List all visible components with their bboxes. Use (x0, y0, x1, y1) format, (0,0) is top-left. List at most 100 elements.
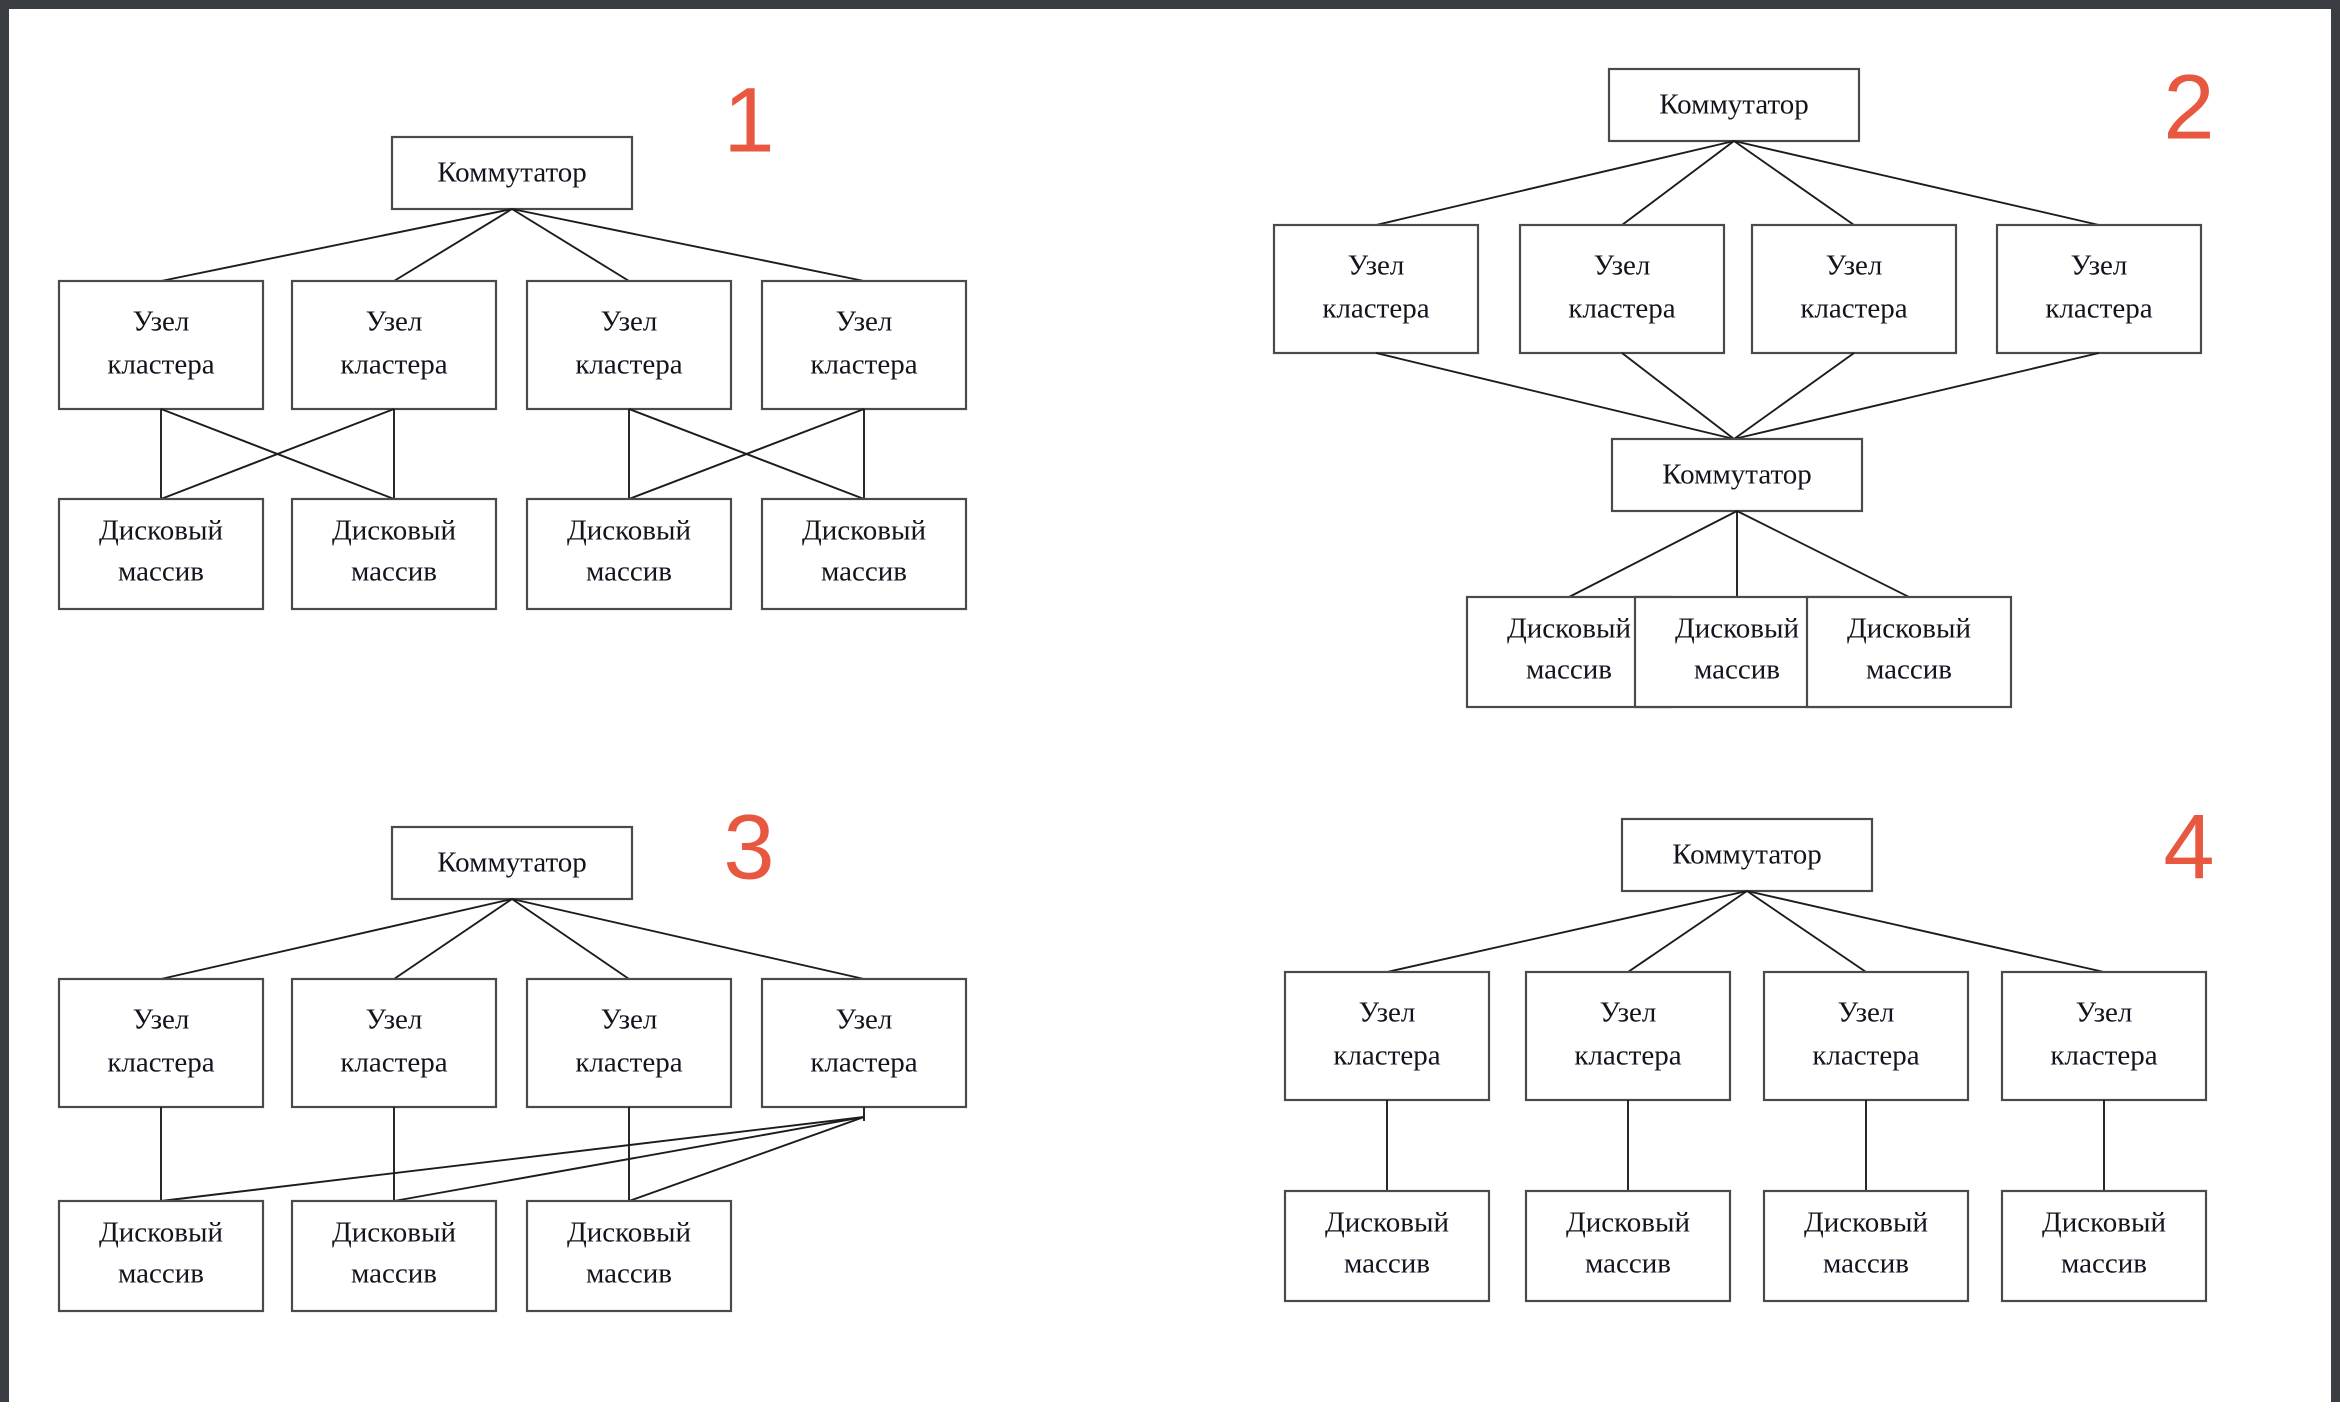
diagram1-cluster-node-3-label-line1: Узел (601, 306, 658, 338)
diagram2-disk-array-2-label-line1: Дисковый (1675, 613, 1799, 645)
diagram2-cluster-node-4-label-line2: кластера (2045, 293, 2152, 325)
diagram3-disk-array-2-label-line2: массив (351, 1258, 437, 1290)
diagram3-switch-to-node-edges (160, 898, 865, 980)
diagram1-cluster-node-1: Узел кластера (57, 279, 265, 411)
diagram4-disk-array-2-label-line1: Дисковый (1566, 1207, 1690, 1239)
diagram4-disk-array-2-label-line2: массив (1585, 1248, 1671, 1280)
diagram4-cluster-node-3-label-line2: кластера (1812, 1040, 1919, 1072)
diagram2-cluster-node-1-label-line2: кластера (1322, 293, 1429, 325)
diagram3-disk-array-3-label-line1: Дисковый (567, 1217, 691, 1249)
diagram3-cluster-node-3: Узел кластера (525, 977, 733, 1109)
diagram2-cluster-node-4: Узел кластера (1995, 223, 2203, 355)
diagram2-cluster-node-1: Узел кластера (1272, 223, 1480, 355)
panel-number-2: 2 (2163, 56, 2214, 158)
diagram1-disk-array-4-label-line1: Дисковый (802, 515, 926, 547)
diagram3-cluster-node-3-label-line2: кластера (575, 1047, 682, 1079)
diagram3-disk-array-3: Дисковый массив (525, 1199, 733, 1313)
diagram3-switch-1-label: Коммутатор (437, 847, 587, 879)
diagram2-cluster-node-2-label-line1: Узел (1594, 250, 1651, 282)
diagram4-disk-array-1-label-line1: Дисковый (1325, 1207, 1449, 1239)
diagram1-switch-to-node-edges (160, 208, 865, 282)
diagram1-cluster-node-1-label-line1: Узел (133, 306, 190, 338)
diagram1-disk-array-1-label-line1: Дисковый (99, 515, 223, 547)
diagram1-cluster-node-3: Узел кластера (525, 279, 733, 411)
diagram1-disk-array-4: Дисковый массив (760, 497, 968, 611)
diagram1-node-to-disk-edges-left (160, 408, 395, 500)
diagram2-cluster-node-3-label-line2: кластера (1800, 293, 1907, 325)
panel-number-1: 1 (723, 69, 774, 171)
diagram2-cluster-node-4-label-line1: Узел (2071, 250, 2128, 282)
diagram1-cluster-node-4: Узел кластера (760, 279, 968, 411)
diagram1-cluster-node-3-label-line2: кластера (575, 349, 682, 381)
diagram3-node4-fanout-edges (160, 1107, 865, 1202)
diagram1-cluster-node-4-label-line1: Узел (836, 306, 893, 338)
diagram4-cluster-node-1: Узел кластера (1283, 970, 1491, 1102)
diagram2-cluster-node-1-label-line1: Узел (1348, 250, 1405, 282)
diagram3-disk-array-1-label-line1: Дисковый (99, 1217, 223, 1249)
diagram4-disk-array-4: Дисковый массив (2000, 1189, 2208, 1303)
diagram1-disk-array-3-label-line2: массив (586, 556, 672, 588)
diagram1-switch-1-label: Коммутатор (437, 157, 587, 189)
diagram4-disk-array-3: Дисковый массив (1762, 1189, 1970, 1303)
diagram3-disk-array-2: Дисковый массив (290, 1199, 498, 1313)
diagram2-disk-array-1-label-line2: массив (1526, 654, 1612, 686)
diagram4-cluster-node-1-label-line2: кластера (1333, 1040, 1440, 1072)
diagram2-switch-top-label: Коммутатор (1659, 89, 1809, 121)
diagram-panel-2: 2 Коммутатор Узел кластера Узел (1264, 9, 2340, 729)
diagram3-disk-array-1-label-line2: массив (118, 1258, 204, 1290)
diagram4-cluster-node-4-label-line2: кластера (2050, 1040, 2157, 1072)
diagram4-switch-1-label: Коммутатор (1672, 839, 1822, 871)
diagram-panel-4: 4 Коммутатор Узел кластера Узел (1264, 769, 2340, 1409)
diagram4-node-to-disk-edges (1386, 1100, 2105, 1191)
diagram4-disk-array-1: Дисковый массив (1283, 1189, 1491, 1303)
diagram4-disk-array-3-label-line2: массив (1823, 1248, 1909, 1280)
panel-number-3: 3 (723, 796, 774, 898)
diagram4-disk-array-3-label-line1: Дисковый (1804, 1207, 1928, 1239)
diagram-panel-3: 3 Коммутатор Узел кластера Узел (9, 769, 1169, 1409)
diagram3-disk-array-3-label-line2: массив (586, 1258, 672, 1290)
diagram4-disk-array-4-label-line1: Дисковый (2042, 1207, 2166, 1239)
diagram4-disk-array-4-label-line2: массив (2061, 1248, 2147, 1280)
diagram1-disk-array-1: Дисковый массив (57, 497, 265, 611)
diagram1-cluster-node-2: Узел кластера (290, 279, 498, 411)
diagram2-disk-array-3-label-line1: Дисковый (1847, 613, 1971, 645)
diagram1-disk-array-3-label-line1: Дисковый (567, 515, 691, 547)
diagram4-cluster-node-3: Узел кластера (1762, 970, 1970, 1102)
diagram3-cluster-node-2: Узел кластера (290, 977, 498, 1109)
diagram1-cluster-node-2-label-line2: кластера (340, 349, 447, 381)
diagram1-disk-array-3: Дисковый массив (525, 497, 733, 611)
diagram1-switch-1: Коммутатор (390, 135, 634, 211)
diagram4-switch-1: Коммутатор (1620, 817, 1874, 893)
diagram4-cluster-node-2-label-line2: кластера (1574, 1040, 1681, 1072)
diagram1-node-to-disk-edges-right (628, 408, 865, 500)
diagram4-disk-array-2: Дисковый массив (1524, 1189, 1732, 1303)
diagram3-cluster-node-4-label-line1: Узел (836, 1004, 893, 1036)
diagram1-disk-array-2: Дисковый массив (290, 497, 498, 611)
diagram2-switch-to-node-edges (1375, 140, 2100, 226)
diagram3-cluster-node-4: Узел кластера (760, 977, 968, 1109)
diagram4-cluster-node-2-label-line1: Узел (1600, 997, 1657, 1029)
diagram3-cluster-node-1-label-line2: кластера (107, 1047, 214, 1079)
diagram4-cluster-node-2: Узел кластера (1524, 970, 1732, 1102)
diagram4-cluster-node-4-label-line1: Узел (2076, 997, 2133, 1029)
diagram2-switch-bottom: Коммутатор (1610, 437, 1864, 513)
diagram4-cluster-node-3-label-line1: Узел (1838, 997, 1895, 1029)
diagram1-disk-array-2-label-line1: Дисковый (332, 515, 456, 547)
diagram2-cluster-node-2: Узел кластера (1518, 223, 1726, 355)
diagram1-disk-array-1-label-line2: массив (118, 556, 204, 588)
diagram3-cluster-node-1-label-line1: Узел (133, 1004, 190, 1036)
diagram3-disk-array-2-label-line1: Дисковый (332, 1217, 456, 1249)
diagram2-switch-to-disk-edges (1568, 510, 1910, 598)
diagram2-disk-array-2-label-line2: массив (1694, 654, 1780, 686)
diagram2-disk-array-2: Дисковый массив (1633, 595, 1841, 709)
diagram2-cluster-node-3-label-line1: Узел (1826, 250, 1883, 282)
diagram1-disk-array-2-label-line2: массив (351, 556, 437, 588)
diagram4-cluster-node-4: Узел кластера (2000, 970, 2208, 1102)
diagram2-node-to-switch-edges (1375, 352, 2100, 440)
diagram4-disk-array-1-label-line2: массив (1344, 1248, 1430, 1280)
diagram3-cluster-node-2-label-line1: Узел (366, 1004, 423, 1036)
panel-number-4: 4 (2163, 796, 2214, 898)
diagram3-cluster-node-1: Узел кластера (57, 977, 265, 1109)
diagram1-cluster-node-4-label-line2: кластера (810, 349, 917, 381)
